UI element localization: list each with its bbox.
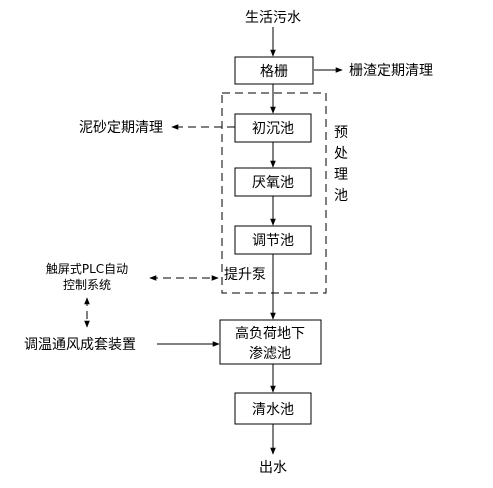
output-label: 出水: [259, 460, 287, 476]
filter-label-line1: 高负荷地下: [235, 325, 305, 342]
primary-settling-box: [234, 113, 312, 143]
clear-water-label: 清水池: [252, 402, 294, 418]
control-label-line1: 触屏式PLC自动: [46, 262, 128, 276]
pump-label: 提升泵: [224, 267, 266, 283]
clear-water-box: [234, 392, 312, 425]
grid-box: [234, 56, 314, 85]
filter-box: [219, 319, 322, 365]
screenings-note: 栅渣定期清理: [349, 63, 433, 79]
anoxic-box: [234, 167, 312, 197]
grid-label: 格栅: [260, 64, 288, 80]
input-label: 生活污水: [245, 10, 301, 26]
regulating-box: [234, 225, 312, 255]
pretreatment-char-3: 理: [334, 167, 348, 183]
primary-settling-label: 初沉池: [252, 120, 294, 137]
filter-label-line2: 渗滤池: [249, 346, 291, 362]
ventilation-label: 调温通风成套装置: [24, 337, 136, 353]
pretreatment-char-1: 预: [334, 125, 348, 141]
pretreatment-boundary: [221, 92, 327, 294]
pretreatment-char-2: 处: [334, 146, 348, 162]
anoxic-label: 厌氧池: [252, 175, 294, 191]
control-label-line2: 控制系统: [63, 278, 111, 292]
regulating-label: 调节池: [252, 233, 294, 249]
pretreatment-char-4: 池: [334, 188, 348, 204]
sludge-note: 泥砂定期清理: [79, 120, 163, 136]
